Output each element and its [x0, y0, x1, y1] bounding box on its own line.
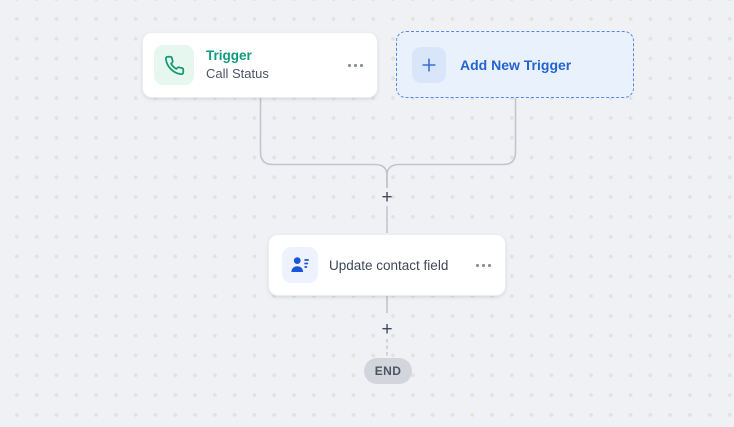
trigger-node[interactable]: Trigger Call Status: [142, 32, 378, 98]
connector-addtrigger-to-merge: [386, 98, 517, 188]
plus-icon: [412, 46, 446, 83]
trigger-node-title: Trigger: [206, 48, 252, 64]
action-node-menu-ellipsis-icon[interactable]: [476, 260, 491, 271]
trigger-node-subtitle: Call Status: [206, 66, 269, 82]
action-node-update-contact-field[interactable]: Update contact field: [268, 234, 506, 296]
contact-person-icon: [282, 247, 318, 283]
trigger-node-menu-ellipsis-icon[interactable]: [348, 60, 363, 71]
trigger-node-texts: Trigger Call Status: [206, 48, 269, 82]
action-node-label: Update contact field: [329, 257, 449, 273]
add-new-trigger-button[interactable]: Add New Trigger: [396, 31, 634, 98]
phone-icon: [154, 45, 194, 85]
add-action-button-top[interactable]: +: [375, 185, 399, 209]
end-badge: END: [364, 358, 412, 384]
add-new-trigger-label: Add New Trigger: [460, 56, 572, 73]
connector-trigger-to-merge: [259, 98, 388, 188]
add-action-button-bottom[interactable]: +: [375, 317, 399, 341]
